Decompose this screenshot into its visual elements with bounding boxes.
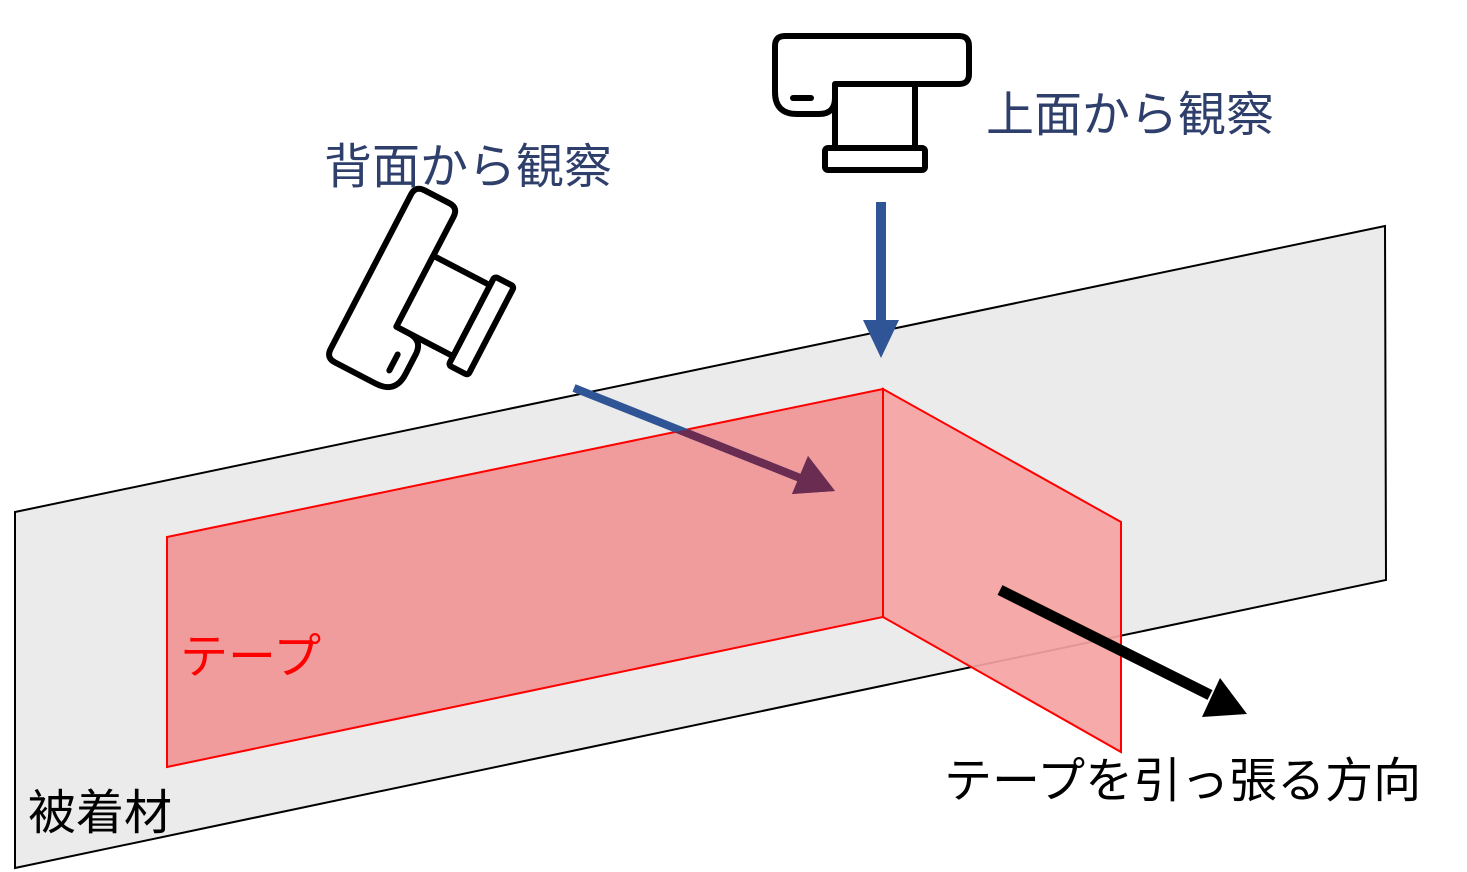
pull-direction-label: テープを引っ張る方向 (944, 753, 1421, 809)
pull-direction-arrow (997, 585, 1247, 717)
top-camera-icon (775, 36, 969, 170)
top-view-label: 上面から観察 (986, 87, 1274, 143)
substrate-label: 被着材 (28, 785, 172, 841)
top-view-arrow (863, 202, 899, 358)
back-camera-icon (326, 186, 534, 420)
tape-peeled-flap (882, 387, 1122, 754)
tape-label: テープ (180, 629, 321, 685)
back-view-label: 背面から観察 (324, 139, 612, 195)
back-view-arrow (572, 384, 835, 494)
